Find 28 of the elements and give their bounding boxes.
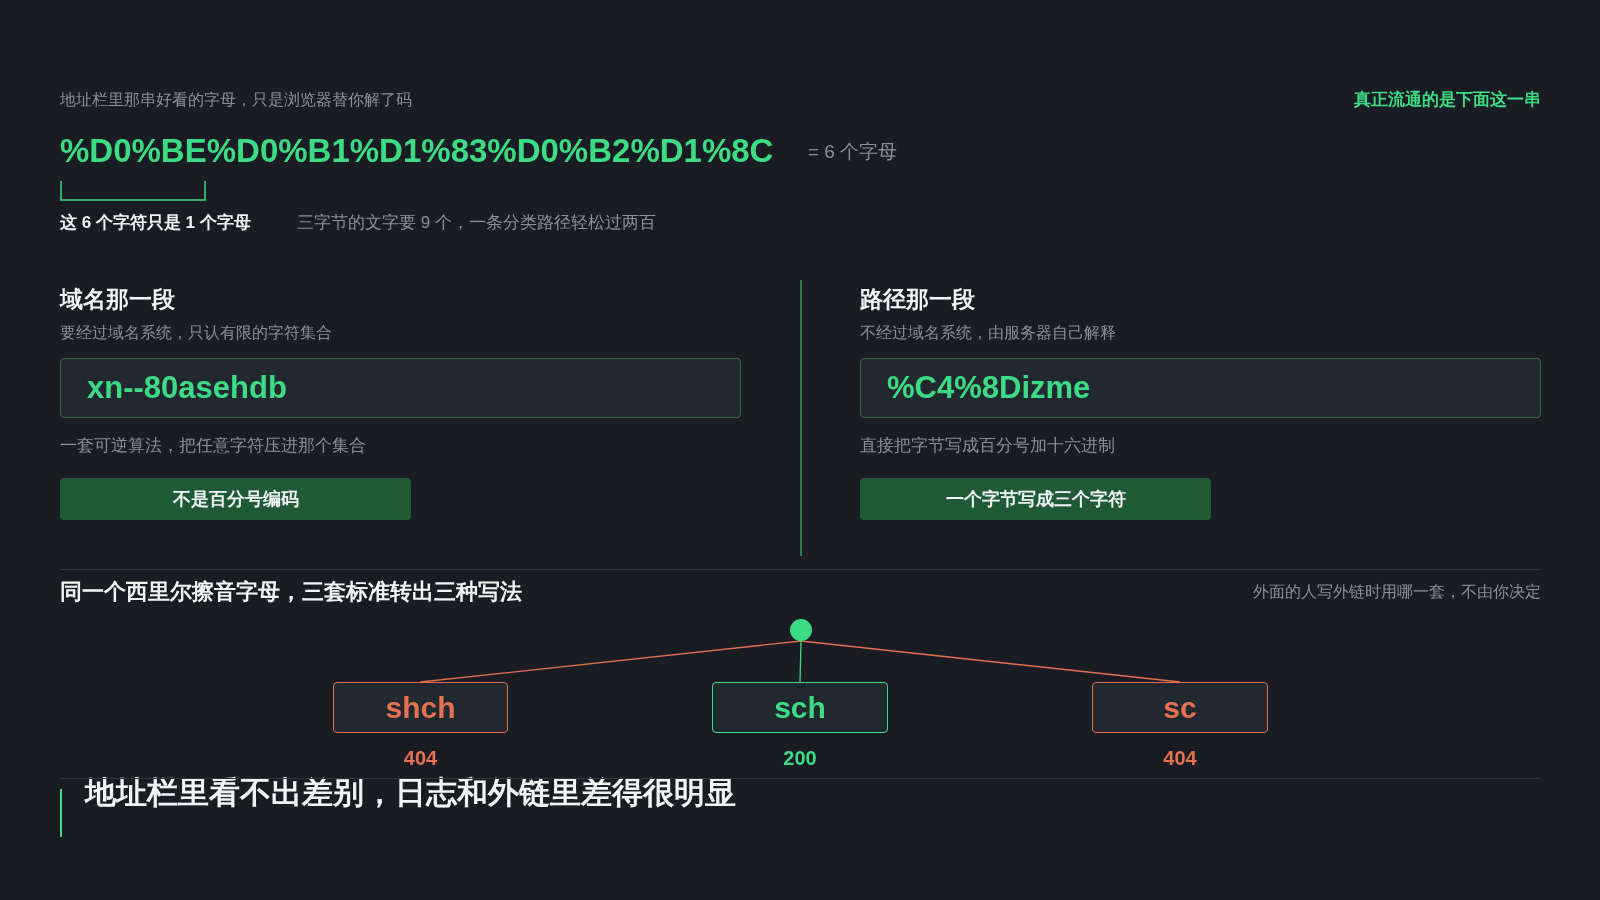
connector-line: [799, 640, 802, 683]
status-code: 404: [1163, 746, 1197, 770]
description-text: 一套可逆算法，把任意字符压进那个集合: [60, 435, 366, 457]
connector-line: [419, 640, 802, 683]
note-text: 三字节的文字要 9 个，一条分类路径轻松过两百: [297, 212, 656, 234]
section-subtitle: 要经过域名系统，只认有限的字符集合: [60, 323, 332, 343]
variant-tag: sch: [712, 682, 888, 733]
section-subtitle: 不经过域名系统，由服务器自己解释: [860, 323, 1116, 343]
variant-tag: shch: [333, 682, 508, 733]
section-heading: 同一个西里尔擦音字母，三套标准转出三种写法: [60, 578, 522, 606]
encoded-string: %D0%BE%D0%B1%D1%83%D0%B2%D1%8C: [60, 131, 774, 171]
status-code: 200: [783, 746, 817, 770]
section-heading: 路径那一段: [860, 286, 975, 314]
verdict-banner: 一个字节写成三个字符: [860, 478, 1211, 520]
variant-tag: sc: [1092, 682, 1268, 733]
side-note: 外面的人写外链时用哪一套，不由你决定: [1253, 582, 1541, 602]
section-heading: 域名那一段: [60, 286, 175, 314]
junction-dot: [790, 619, 812, 641]
bold-note: 这 6 个字符只是 1 个字母: [60, 212, 251, 234]
description-text: 直接把字节写成百分号加十六进制: [860, 435, 1115, 457]
kicker-text: 地址栏里那串好看的字母，只是浏览器替你解了码: [60, 90, 412, 110]
highlight-note: 真正流通的是下面这一串: [1354, 89, 1541, 111]
count-note: = 6 个字母: [808, 140, 898, 164]
status-code: 404: [403, 746, 438, 770]
verdict-banner: 不是百分号编码: [60, 478, 411, 520]
encoded-value-panel: xn--80asehdb: [60, 358, 741, 418]
connector-line: [800, 640, 1181, 683]
encoded-value-panel: %C4%8Dizme: [860, 358, 1541, 418]
